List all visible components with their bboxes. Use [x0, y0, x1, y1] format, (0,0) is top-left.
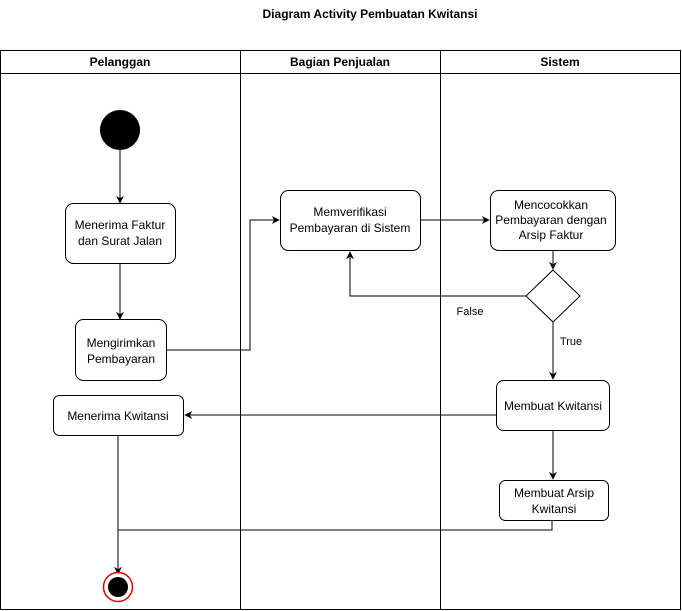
activity-terima-faktur: Menerima Faktur dan Surat Jalan [65, 203, 176, 264]
activity-kirim-pembayaran-line-2: Pembayaran [87, 352, 155, 366]
edge-label-true: True [560, 336, 582, 348]
swimlane-frame [0, 50, 681, 610]
edge-arsip-to-end [118, 520, 553, 531]
start-node [100, 110, 140, 150]
activity-arsip-kwitansi-line-1: Membuat Arsip [514, 486, 594, 500]
activity-terima-faktur-line-2: dan Surat Jalan [78, 234, 162, 248]
lane-header-sistem: Sistem [540, 55, 579, 69]
activity-kirim-pembayaran-line-1: Mengirimkan [87, 336, 156, 350]
activity-cocokkan-line-2: Pembayaran dengan [495, 213, 606, 227]
edge-kirim-to-verifikasi [167, 216, 280, 351]
activity-cocokkan-line-3: Arsip Faktur [519, 228, 584, 242]
activity-kirim-pembayaran: Mengirimkan Pembayaran [75, 319, 167, 381]
decision-node [525, 269, 581, 323]
activity-buat-kwitansi: Membuat Kwitansi [496, 380, 610, 431]
activity-verifikasi: Memverifikasi Pembayaran di Sistem [280, 190, 421, 251]
edge-decision-false [346, 251, 526, 297]
activity-terima-faktur-line-1: Menerima Faktur [75, 218, 166, 232]
activity-buat-kwitansi-line-1: Membuat Kwitansi [504, 399, 602, 413]
activity-terima-kwitansi-line-1: Menerima Kwitansi [67, 409, 168, 423]
activity-terima-kwitansi: Menerima Kwitansi [53, 395, 184, 436]
activity-cocokkan: Mencocokkan Pembayaran dengan Arsip Fakt… [490, 190, 616, 251]
activity-arsip-kwitansi: Membuat Arsip Kwitansi [499, 480, 609, 521]
activity-verifikasi-line-2: Pembayaran di Sistem [290, 221, 411, 235]
edges [114, 150, 557, 575]
edge-label-false: False [457, 306, 484, 318]
diagram-title: Diagram Activity Pembuatan Kwitansi [263, 7, 478, 21]
lane-header-bagian-penjualan: Bagian Penjualan [290, 55, 390, 69]
end-node [102, 571, 134, 603]
activity-verifikasi-line-1: Memverifikasi [313, 205, 386, 219]
activity-arsip-kwitansi-line-2: Kwitansi [532, 502, 577, 516]
lane-header-pelanggan: Pelanggan [90, 55, 151, 69]
activity-cocokkan-line-1: Mencocokkan [514, 198, 588, 212]
